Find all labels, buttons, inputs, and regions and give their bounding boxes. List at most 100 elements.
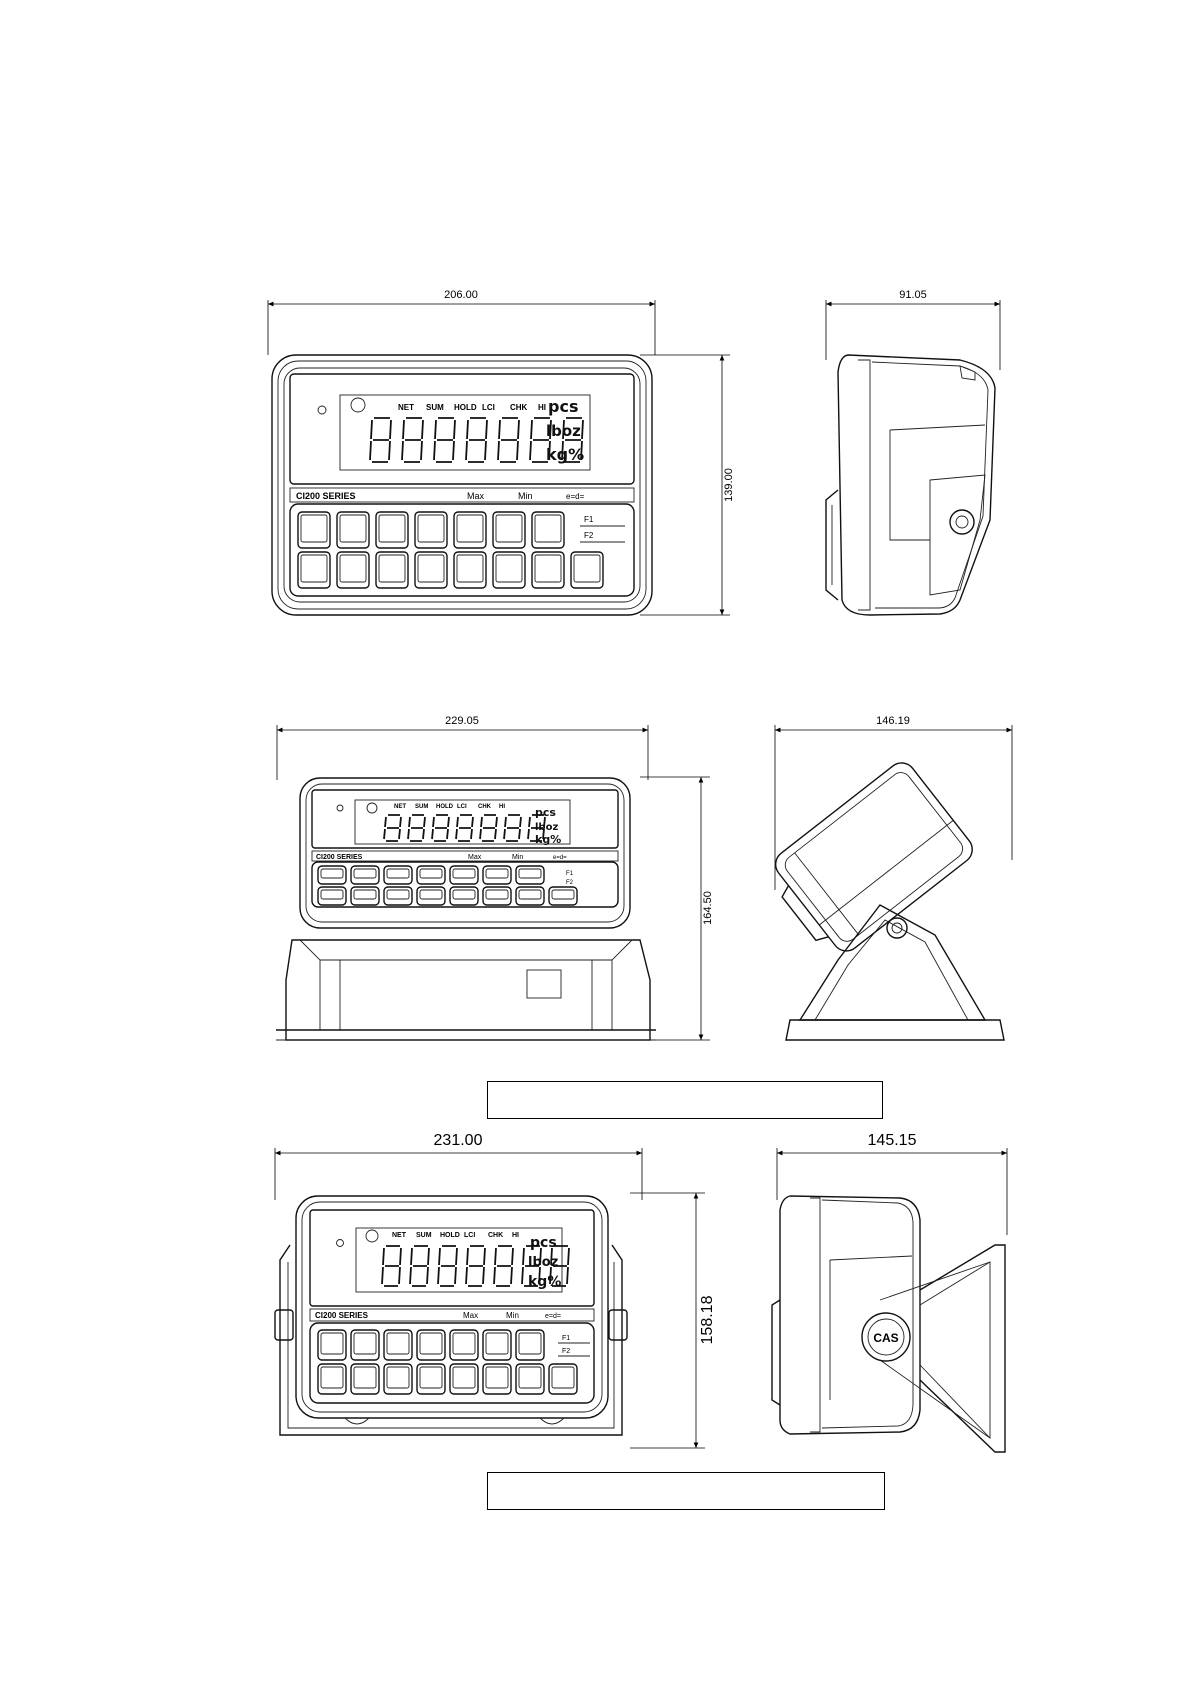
lcd-digit: [479, 814, 498, 842]
lcd-digit: [401, 417, 424, 463]
keypad-key-face: [386, 868, 410, 879]
keypad-key[interactable]: [482, 886, 512, 906]
keypad-key[interactable]: [297, 551, 331, 589]
keypad-key[interactable]: [317, 865, 347, 885]
lcd-annunciator: HOLD: [440, 1232, 460, 1239]
keypad-key[interactable]: [449, 886, 479, 906]
keypad-key[interactable]: [515, 1363, 545, 1395]
keypad-key[interactable]: [317, 886, 347, 906]
mid-side-width-label: 146.19: [876, 715, 910, 727]
keypad-key[interactable]: [416, 1329, 446, 1361]
lcd-digit: [383, 814, 402, 842]
lcd-annunciator: LCI: [482, 403, 495, 412]
lcd-annunciator: NET: [398, 403, 414, 412]
keypad-key[interactable]: [350, 886, 380, 906]
lcd-digit: [549, 1245, 570, 1287]
keypad-key[interactable]: [416, 1363, 446, 1395]
lcd-digit: [431, 814, 450, 842]
keypad-key[interactable]: [449, 1329, 479, 1361]
keypad-key-face: [417, 554, 445, 583]
keypad-key[interactable]: [492, 511, 526, 549]
lcd-annunciator: HI: [538, 403, 546, 412]
lcd-digit: [521, 1245, 542, 1287]
keypad-key[interactable]: [492, 551, 526, 589]
keypad-key[interactable]: [515, 865, 545, 885]
keypad-key-face: [495, 514, 523, 543]
keypad-key[interactable]: [383, 1329, 413, 1361]
lcd-digit: [369, 417, 392, 463]
bottom-caption-box: [487, 1472, 885, 1510]
top-side-width-label: 91.05: [899, 289, 927, 301]
keypad-key[interactable]: [449, 1363, 479, 1395]
keypad-key[interactable]: [336, 511, 370, 549]
keypad-key-face: [518, 889, 542, 900]
keypad-key[interactable]: [482, 1329, 512, 1361]
keypad-key[interactable]: [317, 1363, 347, 1395]
lcd-annunciator: CHK: [478, 804, 492, 810]
keypad-key[interactable]: [350, 865, 380, 885]
keypad-key[interactable]: [414, 551, 448, 589]
keypad-key-face: [518, 868, 542, 879]
lcd-digit: [497, 417, 520, 463]
bottom-unit-lboz: lboz: [528, 1255, 558, 1270]
keypad-key-face: [378, 554, 406, 583]
keypad-key[interactable]: [548, 1363, 578, 1395]
keypad-key[interactable]: [416, 865, 446, 885]
e-label: e=d=: [566, 492, 585, 501]
bottom-front-width-label: 231.00: [434, 1132, 483, 1149]
keypad-key[interactable]: [531, 551, 565, 589]
keypad-key-face: [300, 514, 328, 543]
keypad-key[interactable]: [383, 886, 413, 906]
mid-unit-lboz: lboz: [535, 822, 558, 833]
keypad-key[interactable]: [482, 1363, 512, 1395]
lcd-digit: [529, 417, 552, 463]
keypad-key-face: [485, 868, 509, 879]
bottom-unit-pcs: pcs: [530, 1235, 557, 1251]
mid-front-height-label: 164.50: [702, 891, 714, 925]
keypad-key[interactable]: [453, 511, 487, 549]
unit-pcs: pcs: [548, 397, 578, 416]
keypad-key-face: [320, 1332, 344, 1355]
keypad-key[interactable]: [531, 511, 565, 549]
keypad-key[interactable]: [548, 886, 578, 906]
keypad-key[interactable]: [414, 511, 448, 549]
keypad-key-face: [495, 554, 523, 583]
keypad-key[interactable]: [449, 865, 479, 885]
keypad-key[interactable]: [383, 865, 413, 885]
lcd-annunciator: LCI: [464, 1232, 475, 1239]
keypad-key-face: [456, 514, 484, 543]
keypad-key-face: [353, 1366, 377, 1389]
keypad-key[interactable]: [383, 1363, 413, 1395]
keypad-key-face: [419, 1366, 443, 1389]
keypad-key[interactable]: [336, 551, 370, 589]
keypad-key[interactable]: [350, 1363, 380, 1395]
keypad-key-face: [353, 1332, 377, 1355]
keypad-key[interactable]: [297, 511, 331, 549]
min-label: Min: [518, 491, 533, 501]
keypad-key-face: [353, 868, 377, 879]
bottom-series-label: CI200 SERIES: [315, 1311, 369, 1320]
keypad-key[interactable]: [453, 551, 487, 589]
keypad-key[interactable]: [570, 551, 604, 589]
keypad-key[interactable]: [375, 511, 409, 549]
lcd-digit: [493, 1245, 514, 1287]
keypad-key[interactable]: [350, 1329, 380, 1361]
keypad-key[interactable]: [515, 886, 545, 906]
keypad-key-face: [485, 1332, 509, 1355]
keypad-key-face: [485, 1366, 509, 1389]
lcd-digit: [433, 417, 456, 463]
top-front-height-label: 139.00: [723, 468, 735, 502]
keypad-key[interactable]: [416, 886, 446, 906]
lcd-digit: [503, 814, 522, 842]
keypad-key[interactable]: [317, 1329, 347, 1361]
top-side-view: 91.05: [825, 289, 1001, 616]
keypad-key[interactable]: [375, 551, 409, 589]
keypad-key-face: [419, 868, 443, 879]
keypad-key[interactable]: [482, 865, 512, 885]
middle-caption-box: [487, 1081, 883, 1119]
keypad-key[interactable]: [515, 1329, 545, 1361]
mid-e-label: e=d=: [553, 855, 567, 861]
mid-unit-pcs: pcs: [535, 806, 556, 819]
bottom-max-label: Max: [463, 1311, 478, 1320]
